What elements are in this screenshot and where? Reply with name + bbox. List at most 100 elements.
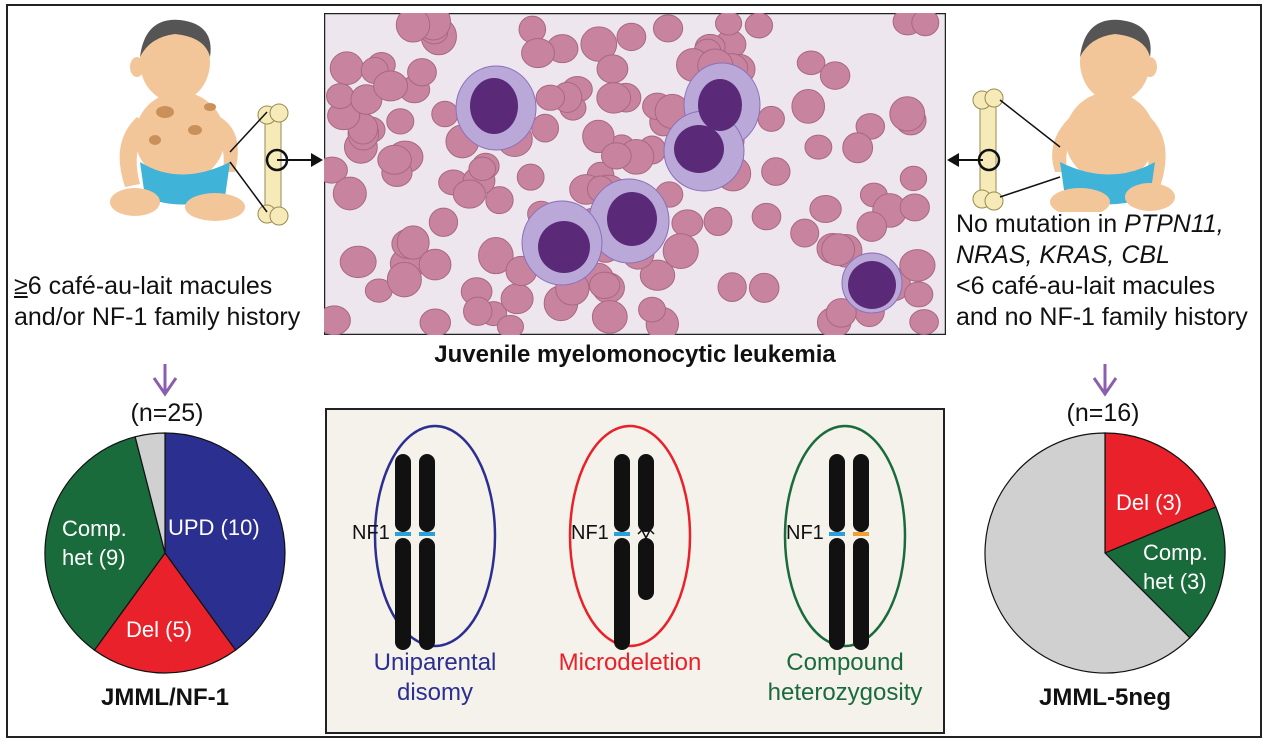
- left-pie-chart: [44, 432, 286, 674]
- red-blood-cell: [463, 296, 493, 326]
- nf1-label-upd: NF1: [352, 522, 390, 544]
- red-blood-cell: [821, 233, 856, 267]
- right-pie-title: JMML-5neg: [1039, 684, 1171, 711]
- red-blood-cell: [478, 237, 514, 275]
- red-blood-cell: [452, 179, 486, 209]
- red-blood-cell: [326, 83, 355, 110]
- red-blood-cell: [671, 209, 704, 238]
- microdeletion-ellipse: [568, 424, 692, 648]
- left-pie-title: JMML/NF-1: [101, 684, 229, 711]
- caption-upd-line1: Uniparental: [373, 649, 497, 676]
- red-blood-cell: [431, 100, 459, 128]
- red-blood-cell: [428, 207, 459, 237]
- red-blood-cell: [580, 26, 618, 62]
- nf1-label-microdeletion: NF1: [571, 522, 609, 544]
- arrow-down-left: [152, 364, 178, 397]
- left-criteria-line2: and/or NF-1 family history: [14, 303, 301, 331]
- chromosome-diagrams: [373, 424, 907, 650]
- left-criteria-line1: ≥6 café-au-lait macules: [14, 271, 272, 302]
- red-blood-cell: [386, 108, 415, 135]
- right-pie-n: (n=16): [1066, 399, 1140, 427]
- red-blood-cell: [819, 61, 851, 90]
- red-blood-cell: [804, 134, 833, 160]
- right-criteria-genes-1: PTPN11,: [1124, 210, 1224, 238]
- red-blood-cell: [339, 245, 377, 279]
- red-blood-cell: [373, 70, 409, 102]
- baby-left-illustration: [110, 19, 289, 226]
- red-blood-cell: [377, 144, 412, 175]
- red-blood-cell: [809, 194, 842, 223]
- left-criteria-prefix: ≥: [14, 272, 28, 300]
- red-blood-cell: [588, 271, 621, 300]
- red-blood-cell: [703, 206, 733, 236]
- caption-microdeletion-line1: Microdeletion: [558, 649, 702, 676]
- red-blood-cell: [535, 84, 566, 111]
- red-blood-cell: [407, 58, 437, 87]
- red-blood-cell: [909, 309, 939, 335]
- right-pie-label-comp2: het (3): [1143, 569, 1207, 594]
- blood-smear-micrograph: [324, 13, 946, 335]
- left-criteria-line1-text: 6 café-au-lait macules: [27, 272, 273, 300]
- left-pie-n: (n=25): [130, 399, 204, 427]
- caption-microdeletion: Microdeletion: [530, 648, 730, 678]
- right-criteria-line1: No mutation in PTPN11,: [956, 209, 1224, 240]
- pie-slice-3: [134, 432, 166, 554]
- left-pie-label-comp2: het (9): [62, 545, 126, 570]
- left-pie-label-del: Del (5): [126, 617, 193, 642]
- red-blood-cell: [468, 156, 497, 181]
- nf1-label-comphet: NF1: [786, 522, 824, 544]
- red-blood-cell: [324, 156, 348, 184]
- red-blood-cell: [899, 165, 928, 192]
- right-criteria-genes-2: NRAS, KRAS, CBL: [956, 241, 1170, 269]
- micrograph-caption: Juvenile myelomonocytic leukemia: [434, 341, 836, 368]
- red-blood-cell: [596, 82, 632, 114]
- right-criteria-line4: and no NF-1 family history: [956, 303, 1248, 331]
- red-blood-cell: [324, 305, 351, 335]
- red-blood-cell: [899, 193, 930, 222]
- caption-upd-line2: disomy: [396, 679, 474, 706]
- pie-slice-2: [984, 432, 1191, 674]
- red-blood-cell: [744, 13, 774, 39]
- left-pie-label-upd: UPD (10): [168, 515, 260, 540]
- arrow-left-to-micrograph: [277, 153, 323, 167]
- red-blood-cell: [418, 248, 452, 281]
- red-blood-cell: [662, 233, 699, 269]
- left-pie-label-comp1: Comp.: [62, 516, 127, 541]
- red-blood-cell: [531, 113, 560, 143]
- right-pie-chart: [984, 432, 1226, 674]
- red-blood-cell: [521, 38, 555, 69]
- red-blood-cell: [395, 13, 431, 43]
- comphet-ellipse: [783, 424, 907, 648]
- red-blood-cell: [796, 50, 826, 76]
- red-blood-cell: [825, 298, 857, 328]
- arrow-down-right: [1092, 364, 1118, 397]
- red-blood-cell: [600, 142, 632, 170]
- figure-frame: [6, 4, 1262, 738]
- red-blood-cell: [889, 96, 926, 132]
- red-blood-cell: [639, 259, 676, 291]
- right-criteria-line1-text: No mutation in: [956, 210, 1125, 238]
- right-criteria-line3: <6 café-au-lait macules: [956, 272, 1216, 300]
- red-blood-cell: [842, 132, 874, 164]
- pie-slice-0: [1104, 432, 1217, 554]
- red-blood-cell: [591, 300, 628, 334]
- red-blood-cell: [500, 283, 534, 315]
- caption-upd: Uniparental disomy: [335, 648, 535, 708]
- red-blood-cell: [582, 119, 615, 154]
- pie-slice-0: [164, 432, 286, 651]
- red-blood-cell: [899, 249, 936, 282]
- red-blood-cell: [717, 272, 747, 302]
- red-blood-cell: [329, 51, 364, 86]
- red-blood-cell: [496, 314, 525, 335]
- right-pie-label-del: Del (3): [1116, 490, 1183, 515]
- red-blood-cell: [332, 176, 367, 211]
- red-blood-cell: [596, 54, 629, 84]
- pie-slice-1: [93, 551, 237, 674]
- red-blood-cell: [790, 218, 820, 248]
- pie-slice-1: [1103, 506, 1226, 639]
- red-blood-cell: [396, 225, 430, 260]
- red-blood-cell: [419, 308, 451, 335]
- caption-comphet-line1: Compound: [786, 649, 904, 676]
- red-blood-cell: [638, 296, 666, 323]
